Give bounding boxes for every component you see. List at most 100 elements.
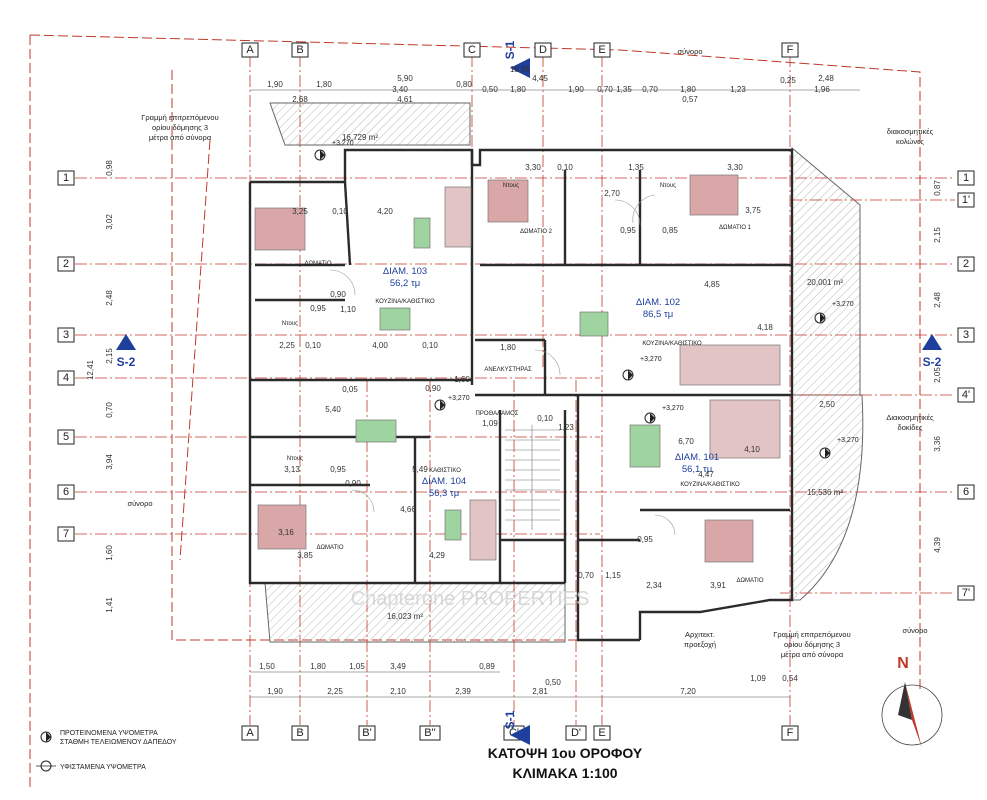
grid-label-b2-bottom: B'' [424,727,436,739]
dim-top-8: 0,70 [597,85,613,94]
inner-dim: 3,75 [745,206,761,215]
inner-dim: 0,10 [305,341,321,350]
plan-scale: ΚΛΙΜΑΚΑ 1:100 [512,765,617,781]
dim-bottom-9: 2,39 [455,687,471,696]
staircase [505,425,560,530]
dim-top-extra-4: 4,45 [532,74,548,83]
section-bottom-label: S-1 [503,710,517,729]
row-label-5-left: 5 [63,431,69,443]
balcony-area-labels: 16,729 m² 20,001 m² 15,536 m² 16,023 m² [342,133,843,621]
inner-dim: 0,10 [557,163,573,172]
note-beams-2: δοκίδες [898,423,923,432]
grid-label-f-bottom: F [787,727,794,739]
inner-dim: 3,91 [710,581,726,590]
inner-dim: 2,25 [279,341,295,350]
apartment-104-area: 56,3 τμ [429,488,459,499]
legend-existing: ΥΦΙΣΤΑΜΕΝΑ ΥΨΟΜΕΤΡΑ [60,764,146,771]
section-left-label: S-2 [117,355,136,369]
balcony-area-2: 20,001 m² [807,278,843,287]
dim-right-4: 2,05 [933,367,942,383]
room-label: ΚΟΥΖΙΝΑ/ΚΑΘΙΣΤΙΚΟ [375,299,435,305]
dim-bottom-13: 1,09 [750,674,766,683]
dim-top-extra-6: 0,57 [682,95,698,104]
room-label: ΔΩΜΑΤΙΟ [316,545,343,551]
inner-dim: 4,47 [698,470,714,479]
dim-bottom-11: 7,20 [680,687,696,696]
dimensions-bottom: 1,50 1,80 1,05 3,49 0,89 1,90 2,25 2,10 … [250,662,798,698]
section-top-label: S-1 [503,40,517,59]
dim-left-3: 2,48 [105,290,114,306]
annotation-notes: Γραμμή επιτρεπόμενου ορίου δόμησης 3 μέτ… [127,47,934,659]
grid-label-b1-bottom: B' [362,727,371,739]
row-label-3-right: 3 [963,329,969,341]
inner-dim: 4,85 [704,280,720,289]
note-limit-bottom-right-3: μέτρα από σύνορα [781,650,844,659]
dim-bottom-12: 0,50 [545,678,561,687]
dim-left-4: 2,15 [105,348,114,364]
inner-dim: 2,70 [604,189,620,198]
inner-dim: 4,18 [757,323,773,332]
row-label-4-left: 4 [63,372,69,384]
dim-top-1: 1,90 [267,80,283,89]
dim-bottom-3: 1,05 [349,662,365,671]
dim-top-13: 0,25 [780,76,796,85]
inner-dim: 0,10 [537,414,553,423]
dim-right-6: 4,39 [933,537,942,553]
row-label-6-left: 6 [63,486,69,498]
inner-dim: 3,85 [297,551,313,560]
door-swings [329,194,676,536]
legend-proposed-1: ΠΡΟΤΕΙΝΟΜΕΝΑ ΥΨΟΜΕΤΡΑ [60,730,158,737]
room-label: Ντους [287,456,303,462]
plan-title: ΚΑΤΟΨΗ 1ου ΟΡΟΦΟΥ [488,745,643,761]
dim-bottom-4: 3,49 [390,662,406,671]
dim-left-2: 3,02 [105,214,114,230]
apartment-102-name: ΔΙΑΜ. 102 [636,297,680,308]
row-label-7p-right: 7' [962,587,970,599]
apartment-103-area: 56,2 τμ [390,278,420,289]
dim-right-5: 3,36 [933,436,942,452]
grid-label-c-top: C [468,44,476,56]
note-limit-top-left-1: Γραμμή επιτρεπόμενου [141,113,218,122]
dim-top-extra-5: 2,48 [818,74,834,83]
balcony-area-1: 16,729 m² [342,133,378,142]
inner-dim: 0,95 [620,226,636,235]
dim-top-7: 1,90 [568,85,584,94]
room-label: ΔΩΜΑΤΙΟ 1 [719,225,752,231]
dim-top-14: 1,96 [814,85,830,94]
dim-top-11: 1,80 [680,85,696,94]
row-label-7-left: 7 [63,528,69,540]
walls [248,148,794,642]
dim-left-8: 1,41 [105,597,114,613]
room-label: Ντους [660,183,676,189]
apartment-labels: ΔΙΑΜ. 103 56,2 τμ ΔΙΑΜ. 102 86,5 τμ ΔΙΑΜ… [383,266,719,499]
level-mark: +3,270 [332,140,354,147]
north-arrow [881,682,943,748]
inner-dim: 0,10 [422,341,438,350]
dim-bottom-2: 1,80 [310,662,326,671]
inner-dim: 0,70 [578,571,594,580]
inner-dim: 4,00 [372,341,388,350]
dim-bottom-8: 2,10 [390,687,406,696]
level-mark: +3,270 [837,437,859,444]
note-beams-1: Διακοσμητικές [886,413,934,422]
level-mark: +3,270 [640,356,662,363]
room-labels: ΔΩΜΑΤΙΟ ΚΟΥΖΙΝΑ/ΚΑΘΙΣΤΙΚΟ Ντους ΔΩΜΑΤΙΟ … [282,183,764,584]
balcony-area-3: 15,536 m² [807,488,843,497]
dim-bottom-10: 2,81 [532,687,548,696]
grid-label-a-top: A [246,44,254,56]
grid-label-b-top: B [296,44,303,56]
level-markers: +3,270 +3,270 +3,270 +3,270 +3,270 +3,27… [314,140,859,459]
note-overhang-2: προεξοχή [684,640,716,649]
dim-bottom-6: 1,90 [267,687,283,696]
row-label-4p-right: 4' [962,389,970,401]
inner-dim: 0,90 [425,384,441,393]
dim-bottom-1: 1,50 [259,662,275,671]
dim-top-5: 0,50 [482,85,498,94]
dim-left-1: 0,98 [105,160,114,176]
legend: ΠΡΟΤΕΙΝΟΜΕΝΑ ΥΨΟΜΕΤΡΑ ΣΤΑΘΜΗ ΤΕΛΕΙΩΜΕΝΟΥ… [36,730,177,772]
grid-label-d1-bottom: D' [571,727,581,739]
balconies [264,102,864,643]
note-boundary-left: σύνορο [127,499,152,508]
